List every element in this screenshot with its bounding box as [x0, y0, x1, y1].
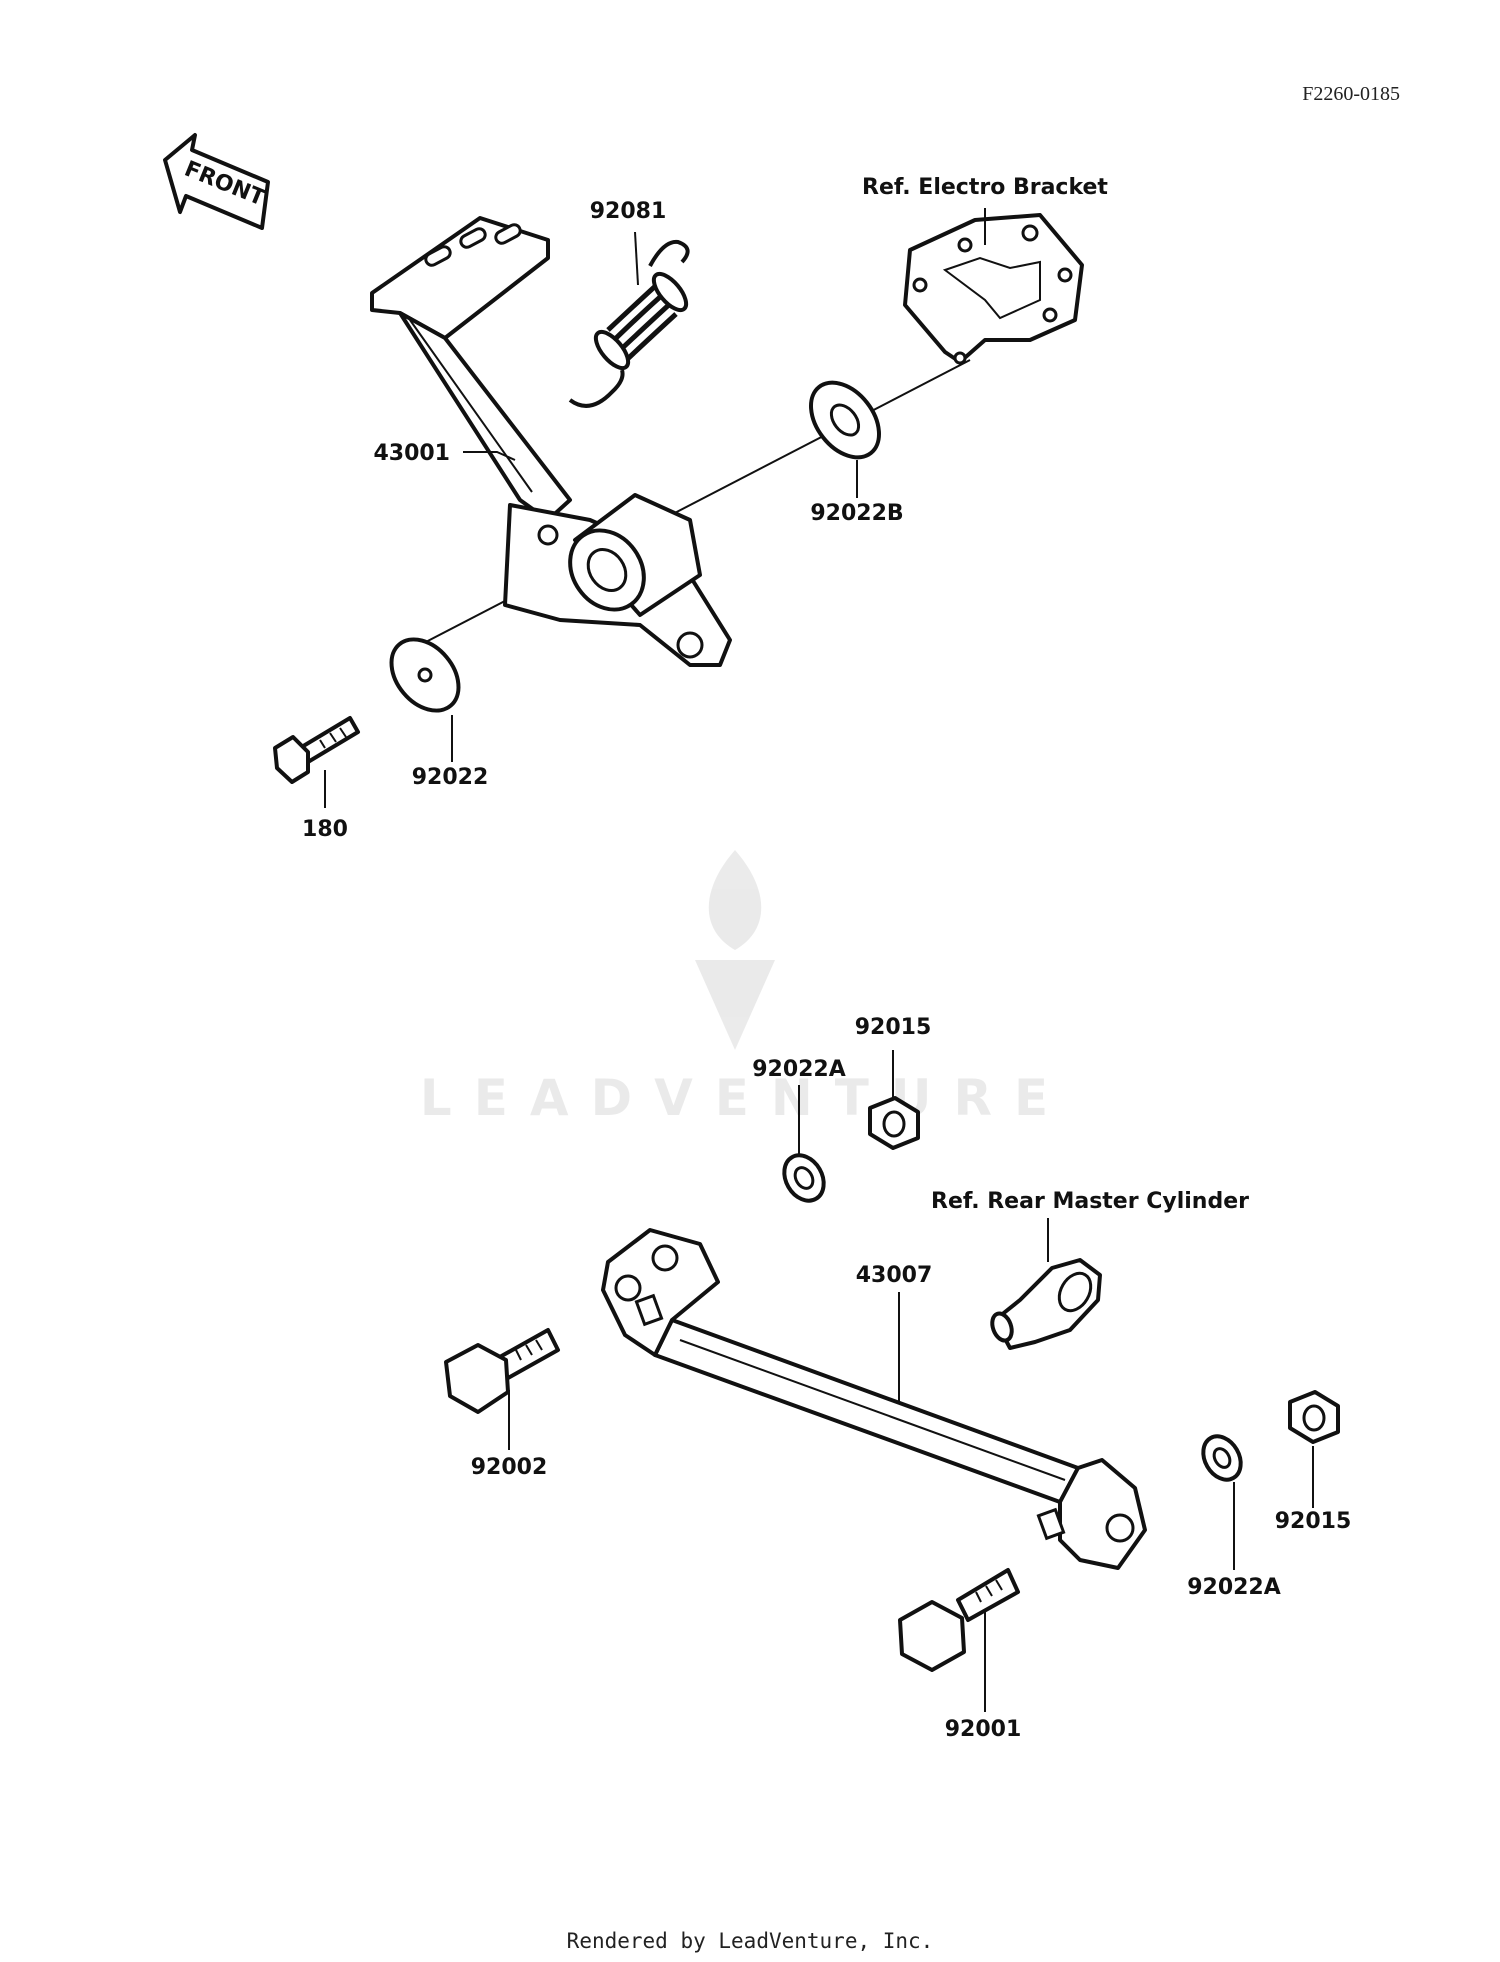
- nut-92015-top-part: [868, 1096, 920, 1150]
- nut-92015-bottom-part: [1288, 1390, 1340, 1444]
- watermark: LEADVENTURE: [420, 850, 1070, 1127]
- label-43007: 43007: [856, 1263, 933, 1288]
- label-92022a-top: 92022A: [752, 1057, 846, 1082]
- watermark-logo-icon: [695, 850, 775, 1050]
- label-92015-bottom: 92015: [1275, 1509, 1352, 1534]
- label-92015-top: 92015: [855, 1015, 932, 1040]
- label-ref-rear-master-cylinder: Ref. Rear Master Cylinder: [931, 1189, 1249, 1214]
- bolt-180-part: [273, 716, 360, 784]
- label-180: 180: [302, 817, 348, 842]
- leader-lines: [324, 208, 1314, 1712]
- brake-pedal-part: [370, 216, 732, 667]
- label-92081: 92081: [590, 199, 667, 224]
- label-ref-electro-bracket: Ref. Electro Bracket: [862, 175, 1108, 200]
- bolt-92002-part: [444, 1328, 560, 1414]
- front-arrow-icon: FRONT: [163, 133, 270, 230]
- washer-92022-part: [389, 637, 461, 713]
- return-spring-part: [568, 239, 690, 408]
- washer-92022a-bottom-part: [1201, 1434, 1243, 1482]
- electro-bracket-part: [903, 213, 1084, 365]
- master-cylinder-clevis-part: [990, 1258, 1102, 1350]
- label-92022b: 92022B: [810, 501, 903, 526]
- washer-92022b-part: [809, 380, 881, 460]
- label-43001: 43001: [373, 441, 450, 466]
- footer-credit: Rendered by LeadVenture, Inc.: [567, 1929, 934, 1953]
- label-92001: 92001: [945, 1717, 1022, 1742]
- washer-92022a-top-part: [782, 1153, 826, 1203]
- brake-rod-part: [601, 1228, 1147, 1570]
- bolt-92001-part: [898, 1568, 1020, 1672]
- label-92002: 92002: [471, 1455, 548, 1480]
- label-92022: 92022: [412, 765, 489, 790]
- watermark-text: LEADVENTURE: [420, 1069, 1070, 1127]
- label-92022a-bottom: 92022A: [1187, 1575, 1281, 1600]
- figure-code: F2260-0185: [1302, 83, 1400, 105]
